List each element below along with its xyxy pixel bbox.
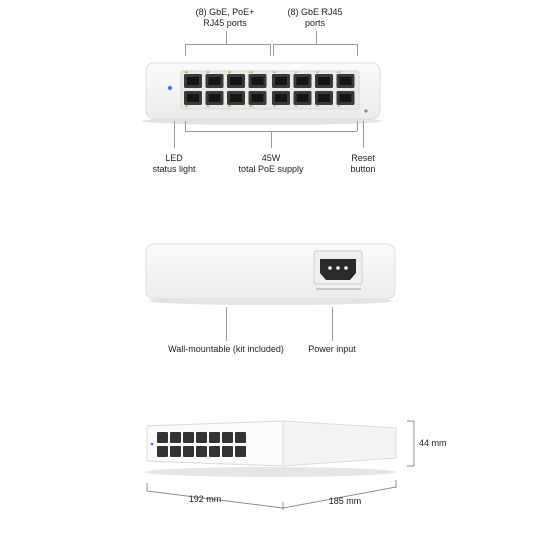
wall-mount-label: Wall-mountable (kit included) (168, 344, 284, 354)
reset-label: Reset button (350, 153, 376, 174)
port-led (249, 71, 253, 73)
reset-callout-line (363, 121, 364, 148)
rj45-bracket-bar (273, 44, 357, 45)
poe-bracket-bar (185, 44, 270, 45)
port-grid (184, 71, 355, 107)
poe-bracket-stem (226, 31, 227, 44)
rj45-port-socket (230, 77, 242, 85)
rj45-port-socket (318, 77, 330, 85)
port-led (228, 71, 231, 73)
port-led (228, 105, 231, 107)
height-label: 44 mm (419, 438, 447, 448)
led-status-light (167, 85, 173, 91)
angle-rj45-port (235, 446, 246, 457)
port-led (206, 105, 210, 107)
poe-ports-label: (8) GbE, PoE+ RJ45 ports (195, 7, 255, 28)
port-led (316, 105, 319, 107)
angle-port-grid (157, 432, 246, 457)
port-led (337, 105, 341, 107)
angle-rj45-port (222, 432, 233, 443)
reset-button-icon (364, 109, 368, 113)
angle-rj45-port (222, 446, 233, 457)
rj45-port-socket (296, 77, 309, 85)
led-callout-line (174, 121, 175, 148)
poe-bracket-right (270, 44, 271, 56)
rj45-port-socket (208, 94, 221, 102)
angle-rj45-port (157, 446, 168, 457)
power-input-label: Power input (308, 344, 356, 354)
port-led (316, 71, 319, 73)
angle-rj45-port (196, 432, 207, 443)
rj45-bracket-left (273, 44, 274, 56)
angle-rj45-port (183, 432, 194, 443)
port-led (185, 71, 188, 73)
rj45-ports-label: (8) GbE RJ45 ports (287, 7, 343, 28)
angle-rj45-port (170, 446, 181, 457)
port-led (294, 105, 298, 107)
depth-label: 185 mm (328, 496, 362, 506)
rj45-port-socket (251, 94, 264, 102)
rj45-port-socket (230, 94, 242, 102)
port-led (337, 71, 341, 73)
port-led (206, 71, 210, 73)
port-led (294, 71, 298, 73)
poe-budget-bracket-right (357, 121, 358, 131)
port-led (273, 105, 276, 107)
angle-rj45-port (209, 432, 220, 443)
angle-rj45-port (196, 446, 207, 457)
rj45-port-socket (339, 94, 352, 102)
rj45-port-socket (187, 77, 199, 85)
rj45-port-socket (251, 77, 264, 85)
led-label: LED status light (152, 153, 196, 174)
wall-mount-callout-line (226, 307, 227, 341)
rj45-bracket-stem (316, 31, 317, 44)
angle-rj45-port (209, 446, 220, 457)
port-led (249, 105, 253, 107)
rj45-port-socket (275, 77, 287, 85)
angle-rj45-port (235, 432, 246, 443)
rj45-port-socket (339, 77, 352, 85)
rj45-bracket-right (357, 44, 358, 56)
width-label: 192 mm (188, 494, 222, 504)
angle-led-icon (150, 442, 154, 446)
rj45-port-socket (208, 77, 221, 85)
angle-rj45-port (170, 432, 181, 443)
port-led (185, 105, 188, 107)
poe-budget-bracket-stem (271, 131, 272, 148)
poe-bracket-left (185, 44, 186, 56)
rj45-port-socket (187, 94, 199, 102)
angle-rj45-port (183, 446, 194, 457)
poe-budget-bracket-left (185, 121, 186, 131)
port-led (273, 71, 276, 73)
angle-rj45-port (157, 432, 168, 443)
power-input-callout-line (332, 307, 333, 341)
rj45-port-socket (318, 94, 330, 102)
rj45-port-socket (275, 94, 287, 102)
rj45-port-socket (296, 94, 309, 102)
poe-budget-label: 45W total PoE supply (238, 153, 304, 174)
